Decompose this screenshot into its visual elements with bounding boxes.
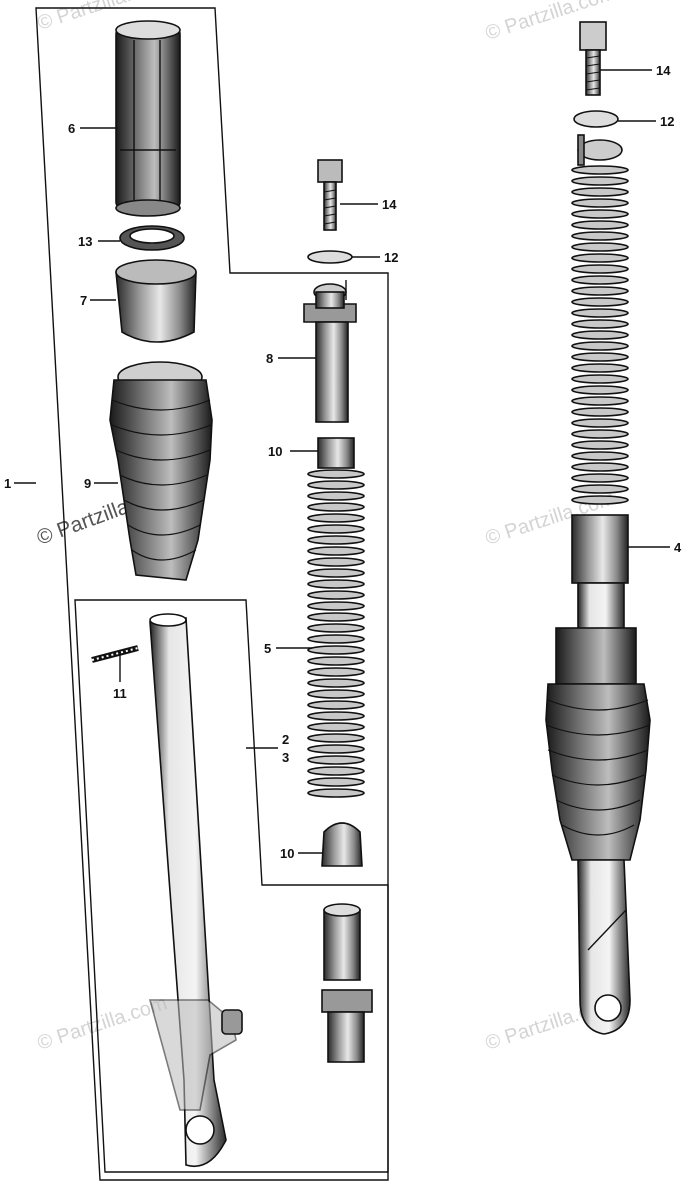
callout-14-center: 14 bbox=[382, 197, 397, 212]
right-washer bbox=[573, 110, 619, 128]
fork-top-cover bbox=[115, 20, 181, 217]
watermark-text: © Partzilla.com bbox=[35, 992, 170, 1055]
fork-boot bbox=[109, 361, 213, 581]
callout-5: 5 bbox=[264, 641, 271, 656]
callout-11: 11 bbox=[113, 686, 127, 701]
callout-9: 9 bbox=[84, 476, 91, 491]
callout-13: 13 bbox=[78, 234, 92, 249]
callout-12-center: 12 bbox=[384, 250, 398, 265]
callout-1: 1 bbox=[4, 476, 11, 491]
callout-7: 7 bbox=[80, 293, 87, 308]
spring-collar-upper bbox=[317, 437, 355, 469]
callout-10-upper: 10 bbox=[268, 444, 282, 459]
callout-3: 3 bbox=[282, 750, 289, 765]
fork-bottom-case bbox=[148, 613, 243, 1167]
assembly-outline bbox=[35, 7, 389, 1181]
fork-bottom-cover bbox=[115, 259, 197, 343]
callout-6: 6 bbox=[68, 121, 75, 136]
spring-pin bbox=[91, 645, 139, 663]
callout-8: 8 bbox=[266, 351, 273, 366]
callout-10-lower: 10 bbox=[280, 846, 294, 861]
center-bolt bbox=[317, 159, 343, 231]
spring-cap-lower bbox=[321, 822, 363, 867]
dust-seal bbox=[119, 225, 185, 251]
callout-4: 4 bbox=[674, 540, 682, 555]
callout-2: 2 bbox=[282, 732, 289, 747]
leader-lines bbox=[14, 69, 670, 854]
callout-labels: 6 13 7 1 9 11 2 3 8 10 5 10 14 12 14 12 … bbox=[4, 63, 682, 861]
fork-spring bbox=[307, 469, 365, 798]
damper-rod bbox=[303, 280, 357, 423]
center-washer bbox=[307, 250, 353, 264]
subassembly-outline bbox=[74, 599, 389, 1173]
damper-valve bbox=[321, 903, 373, 1063]
right-bolt bbox=[579, 21, 607, 96]
callout-12-right: 12 bbox=[660, 114, 674, 129]
assembled-fork bbox=[545, 134, 651, 1035]
callout-14-right: 14 bbox=[656, 63, 671, 78]
